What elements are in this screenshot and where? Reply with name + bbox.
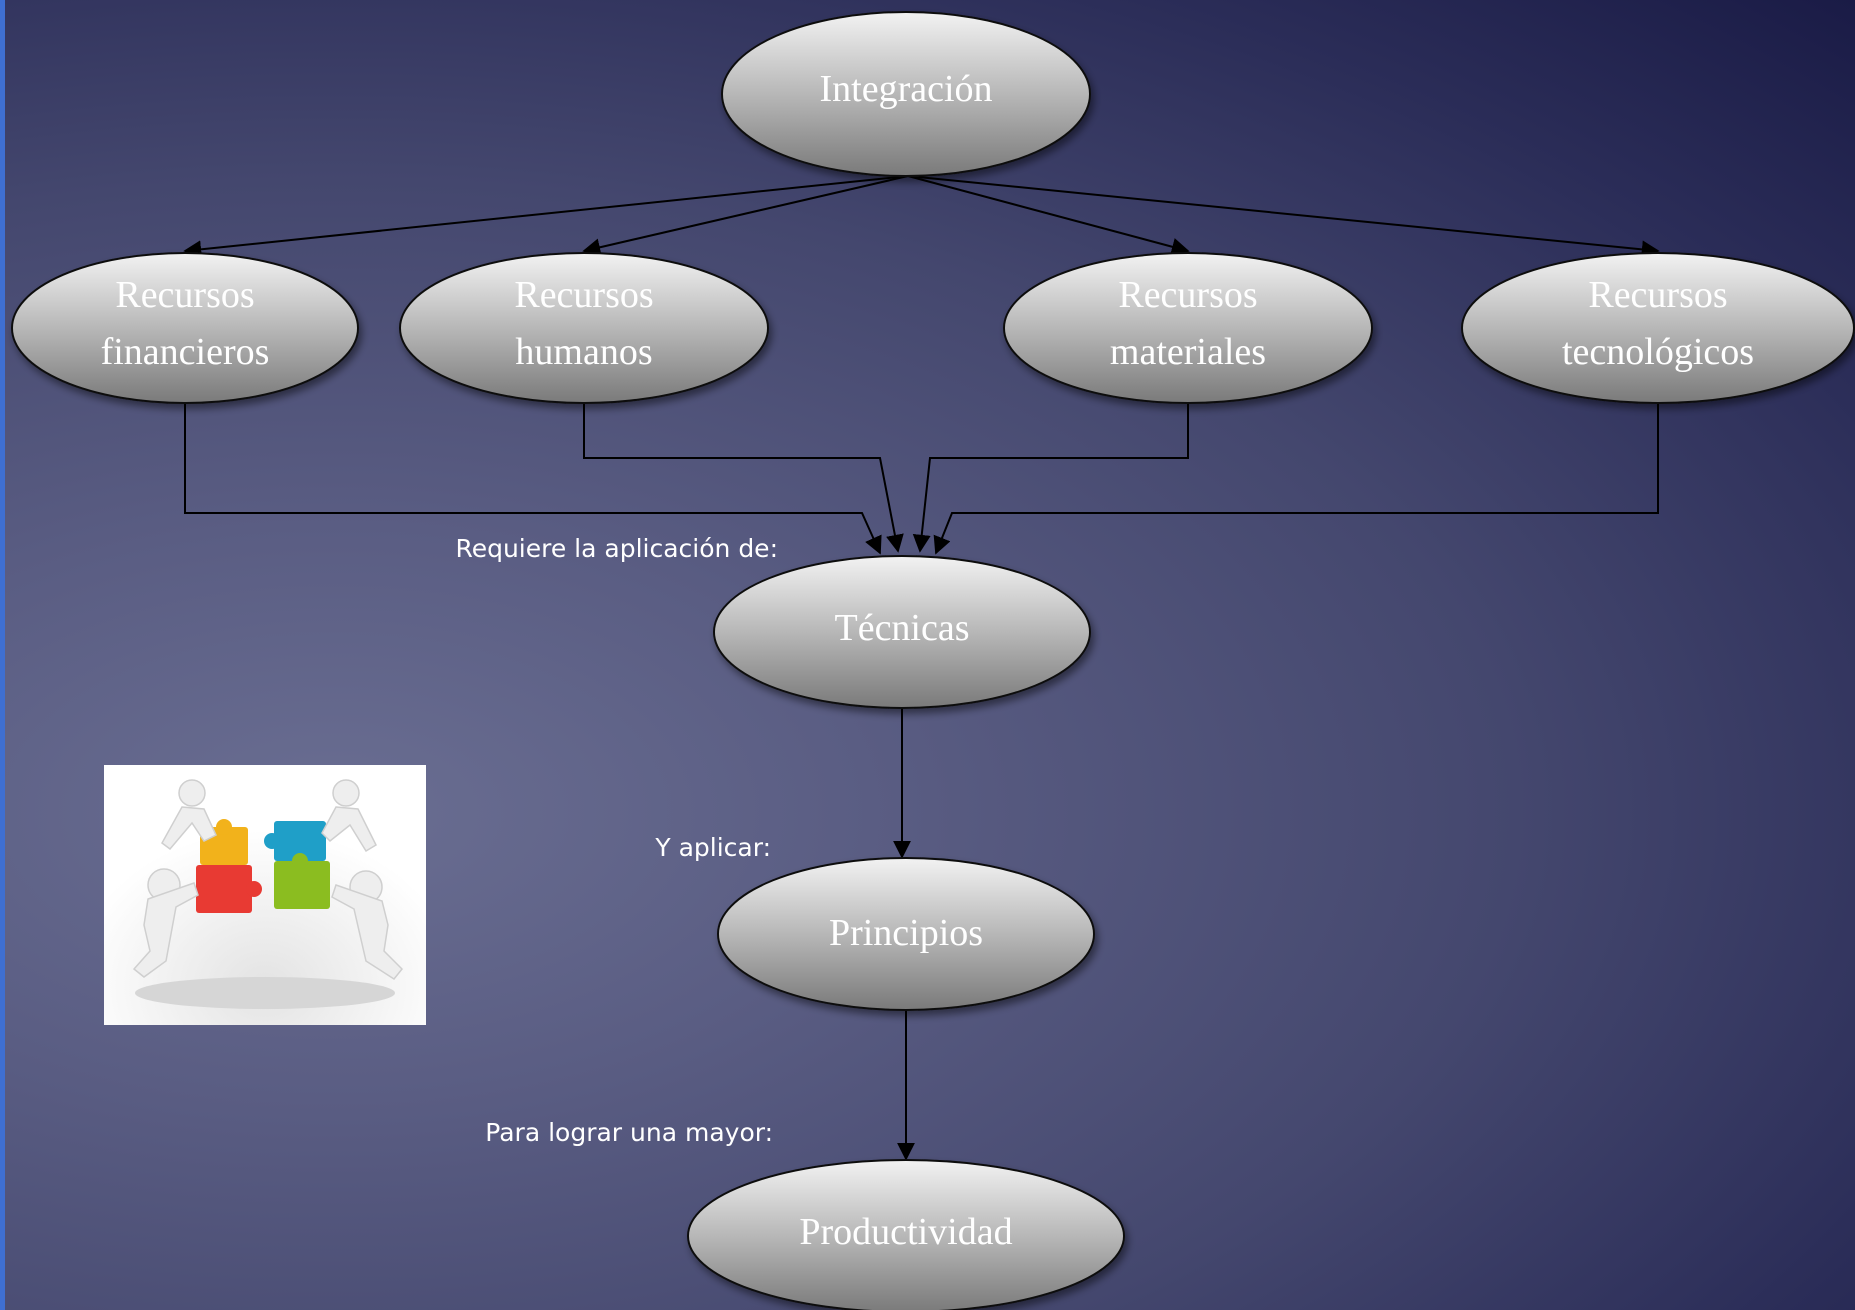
node-integracion: Integración	[721, 11, 1091, 177]
node-materiales-line-1: Recursos	[1118, 274, 1257, 316]
teamwork-puzzle-icon	[104, 765, 426, 1025]
node-financieros-line-2: financieros	[101, 331, 270, 373]
arrow-to-tecnologicos	[907, 175, 1660, 259]
node-humanos-line-2: humanos	[515, 331, 652, 373]
arrow-to-financieros	[183, 175, 909, 259]
caption-requiere: Requiere la aplicación de:	[455, 534, 778, 563]
teamwork-puzzle-illustration	[104, 765, 426, 1025]
node-principios: Principios	[717, 857, 1095, 1011]
caption-aplicar: Y aplicar:	[654, 833, 771, 862]
node-tecnologicos-line-2: tecnológicos	[1562, 331, 1754, 373]
elbow-humanos-to-tecnicas	[583, 403, 904, 553]
node-recursos-humanos: Recursos humanos	[399, 252, 769, 404]
node-principios-label: Principios	[829, 912, 983, 954]
node-humanos-line-1: Recursos	[514, 274, 653, 316]
elbow-financieros-to-tecnicas	[184, 403, 882, 555]
node-tecnicas: Técnicas	[713, 555, 1091, 709]
node-productividad: Productividad	[687, 1159, 1125, 1310]
connectors	[183, 175, 1660, 1161]
node-tecnologicos-line-1: Recursos	[1588, 274, 1727, 316]
node-materiales-line-2: materiales	[1110, 331, 1266, 373]
slide-left-accent	[0, 0, 5, 1310]
node-productividad-label: Productividad	[799, 1211, 1012, 1253]
elbow-materiales-to-tecnicas	[912, 403, 1189, 553]
node-tecnicas-label: Técnicas	[834, 607, 969, 649]
node-recursos-materiales: Recursos materiales	[1003, 252, 1373, 404]
caption-lograr: Para lograr una mayor:	[485, 1118, 773, 1147]
node-recursos-financieros: Recursos financieros	[11, 252, 359, 404]
node-integracion-label: Integración	[819, 68, 992, 110]
arrow-to-materiales	[907, 175, 1190, 256]
node-recursos-tecnologicos: Recursos tecnológicos	[1461, 252, 1855, 404]
arrow-to-humanos	[582, 175, 909, 257]
elbow-tecnologicos-to-tecnicas	[933, 403, 1659, 555]
node-financieros-line-1: Recursos	[115, 274, 254, 316]
